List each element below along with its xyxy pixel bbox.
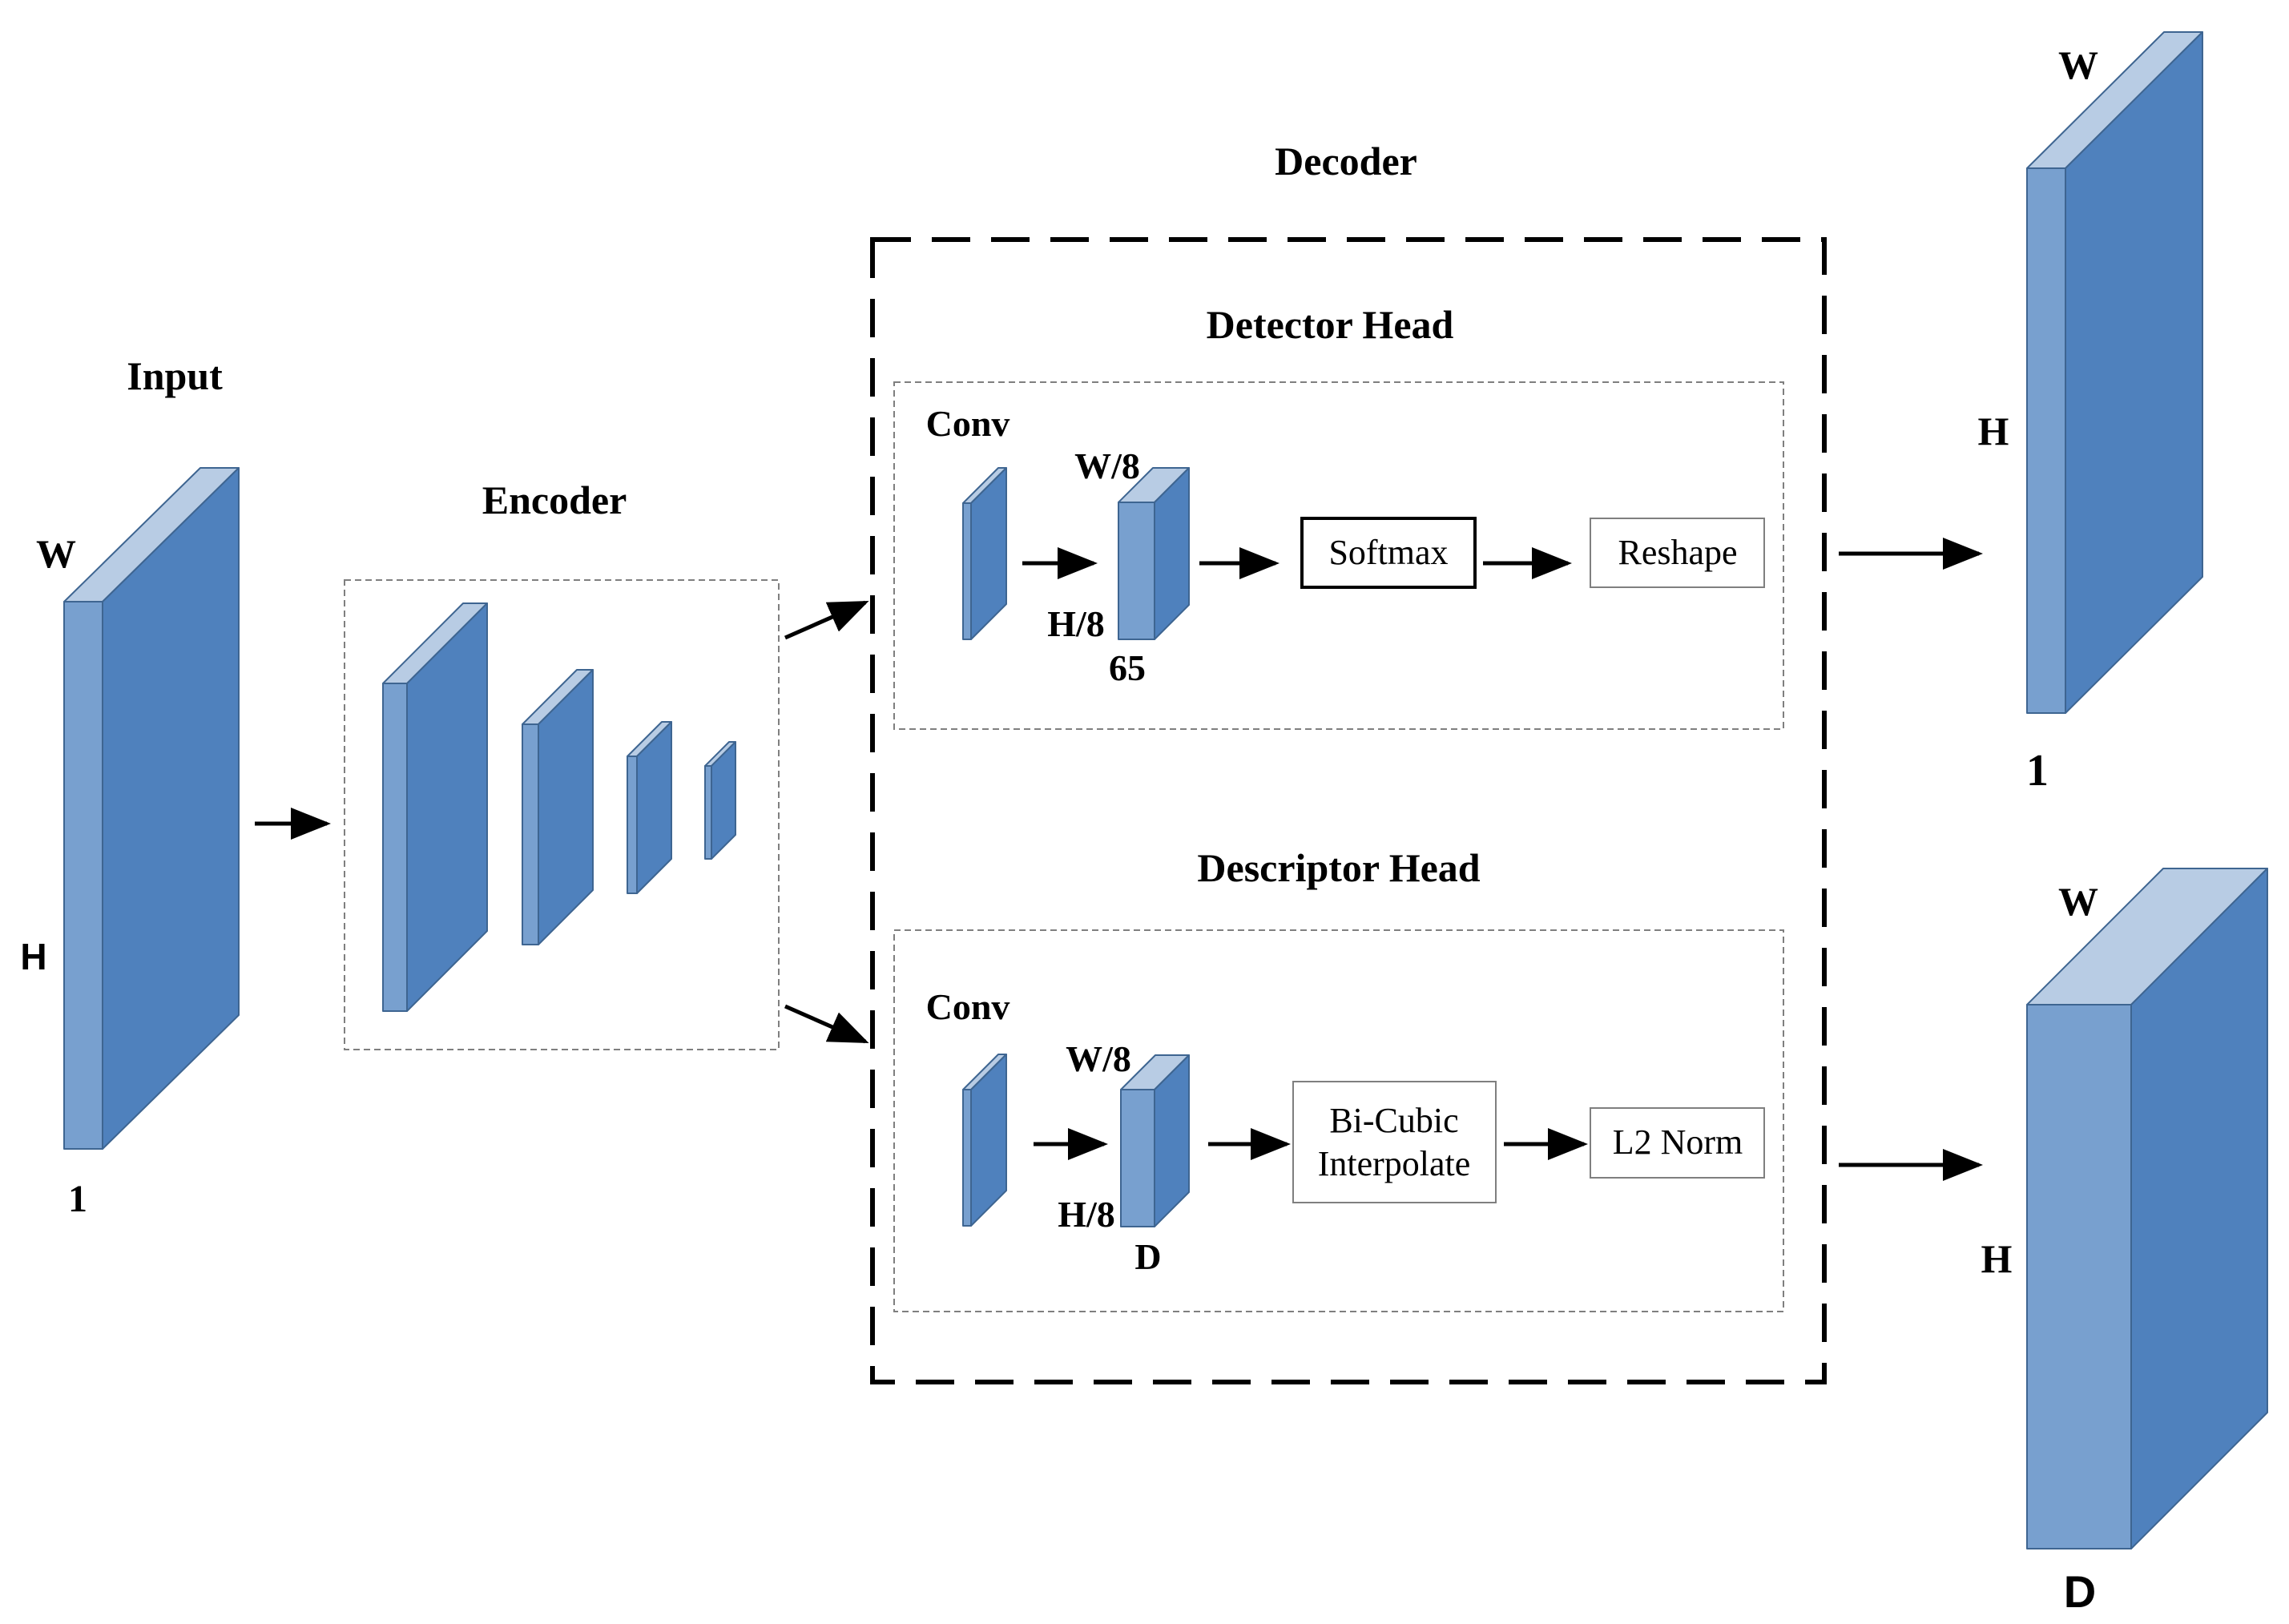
softmax-label: Softmax <box>1328 533 1448 572</box>
detector-title: Detector Head <box>1207 302 1454 347</box>
encoder-box <box>344 579 780 1050</box>
arrow-encoder-to-detector <box>784 600 869 640</box>
descriptor-width-label: W/8 <box>1066 1038 1131 1079</box>
detector-conv-layer <box>962 467 1007 640</box>
descriptor-conv-layer <box>962 1054 1007 1227</box>
interpolate-label-line1: Bi-Cubic <box>1329 1101 1458 1140</box>
output-bottom-height-label: H <box>1981 1236 2013 1281</box>
input-tensor-front <box>63 601 103 1150</box>
detector-channel-label: 65 <box>1109 647 1146 688</box>
encoder-layer-3 <box>627 721 672 894</box>
descriptor-feature-tensor <box>1120 1054 1190 1227</box>
input-tensor <box>63 467 240 1150</box>
decoder-box <box>870 237 1827 1384</box>
detector-feature-tensor <box>1118 467 1190 640</box>
descriptor-conv-label: Conv <box>926 986 1010 1027</box>
encoder-layer-2 <box>522 669 594 945</box>
output-top-tensor <box>2026 31 2203 714</box>
softmax-box <box>1300 517 1477 589</box>
interpolate-label-line2: Interpolate <box>1318 1144 1471 1183</box>
encoder-layer-4 <box>704 741 736 860</box>
descriptor-height-label: H/8 <box>1058 1194 1115 1235</box>
detector-width-label: W/8 <box>1074 445 1140 486</box>
detector-conv-label: Conv <box>926 403 1010 444</box>
output-top-width-label: W <box>2058 42 2098 87</box>
arrow-encoder-to-descriptor <box>784 1004 869 1044</box>
descriptor-channel-label: D <box>1134 1236 1161 1277</box>
encoder-layer-1 <box>382 602 488 1012</box>
reshape-label: Reshape <box>1618 533 1737 572</box>
detector-box <box>893 381 1784 730</box>
reshape-box <box>1590 518 1765 588</box>
input-height-label: H <box>20 936 46 977</box>
encoder-title: Encoder <box>482 478 627 522</box>
interpolate-box <box>1292 1081 1497 1203</box>
detector-height-label: H/8 <box>1047 603 1105 644</box>
output-bottom-width-label: W <box>2058 879 2098 924</box>
l2-norm-label: L2 Norm <box>1613 1122 1743 1162</box>
descriptor-title: Descriptor Head <box>1197 845 1480 890</box>
l2-norm-box <box>1590 1107 1765 1179</box>
input-width-label: W <box>36 531 76 576</box>
output-top-height-label: H <box>1978 409 2009 453</box>
decoder-title: Decoder <box>1275 139 1417 183</box>
input-title: Input <box>127 353 223 398</box>
input-channel-label: 1 <box>68 1178 87 1220</box>
output-bottom-tensor <box>2026 868 2268 1549</box>
output-bottom-channel-label: D <box>2064 1566 2096 1617</box>
output-top-channel-label: 1 <box>2026 746 2049 796</box>
